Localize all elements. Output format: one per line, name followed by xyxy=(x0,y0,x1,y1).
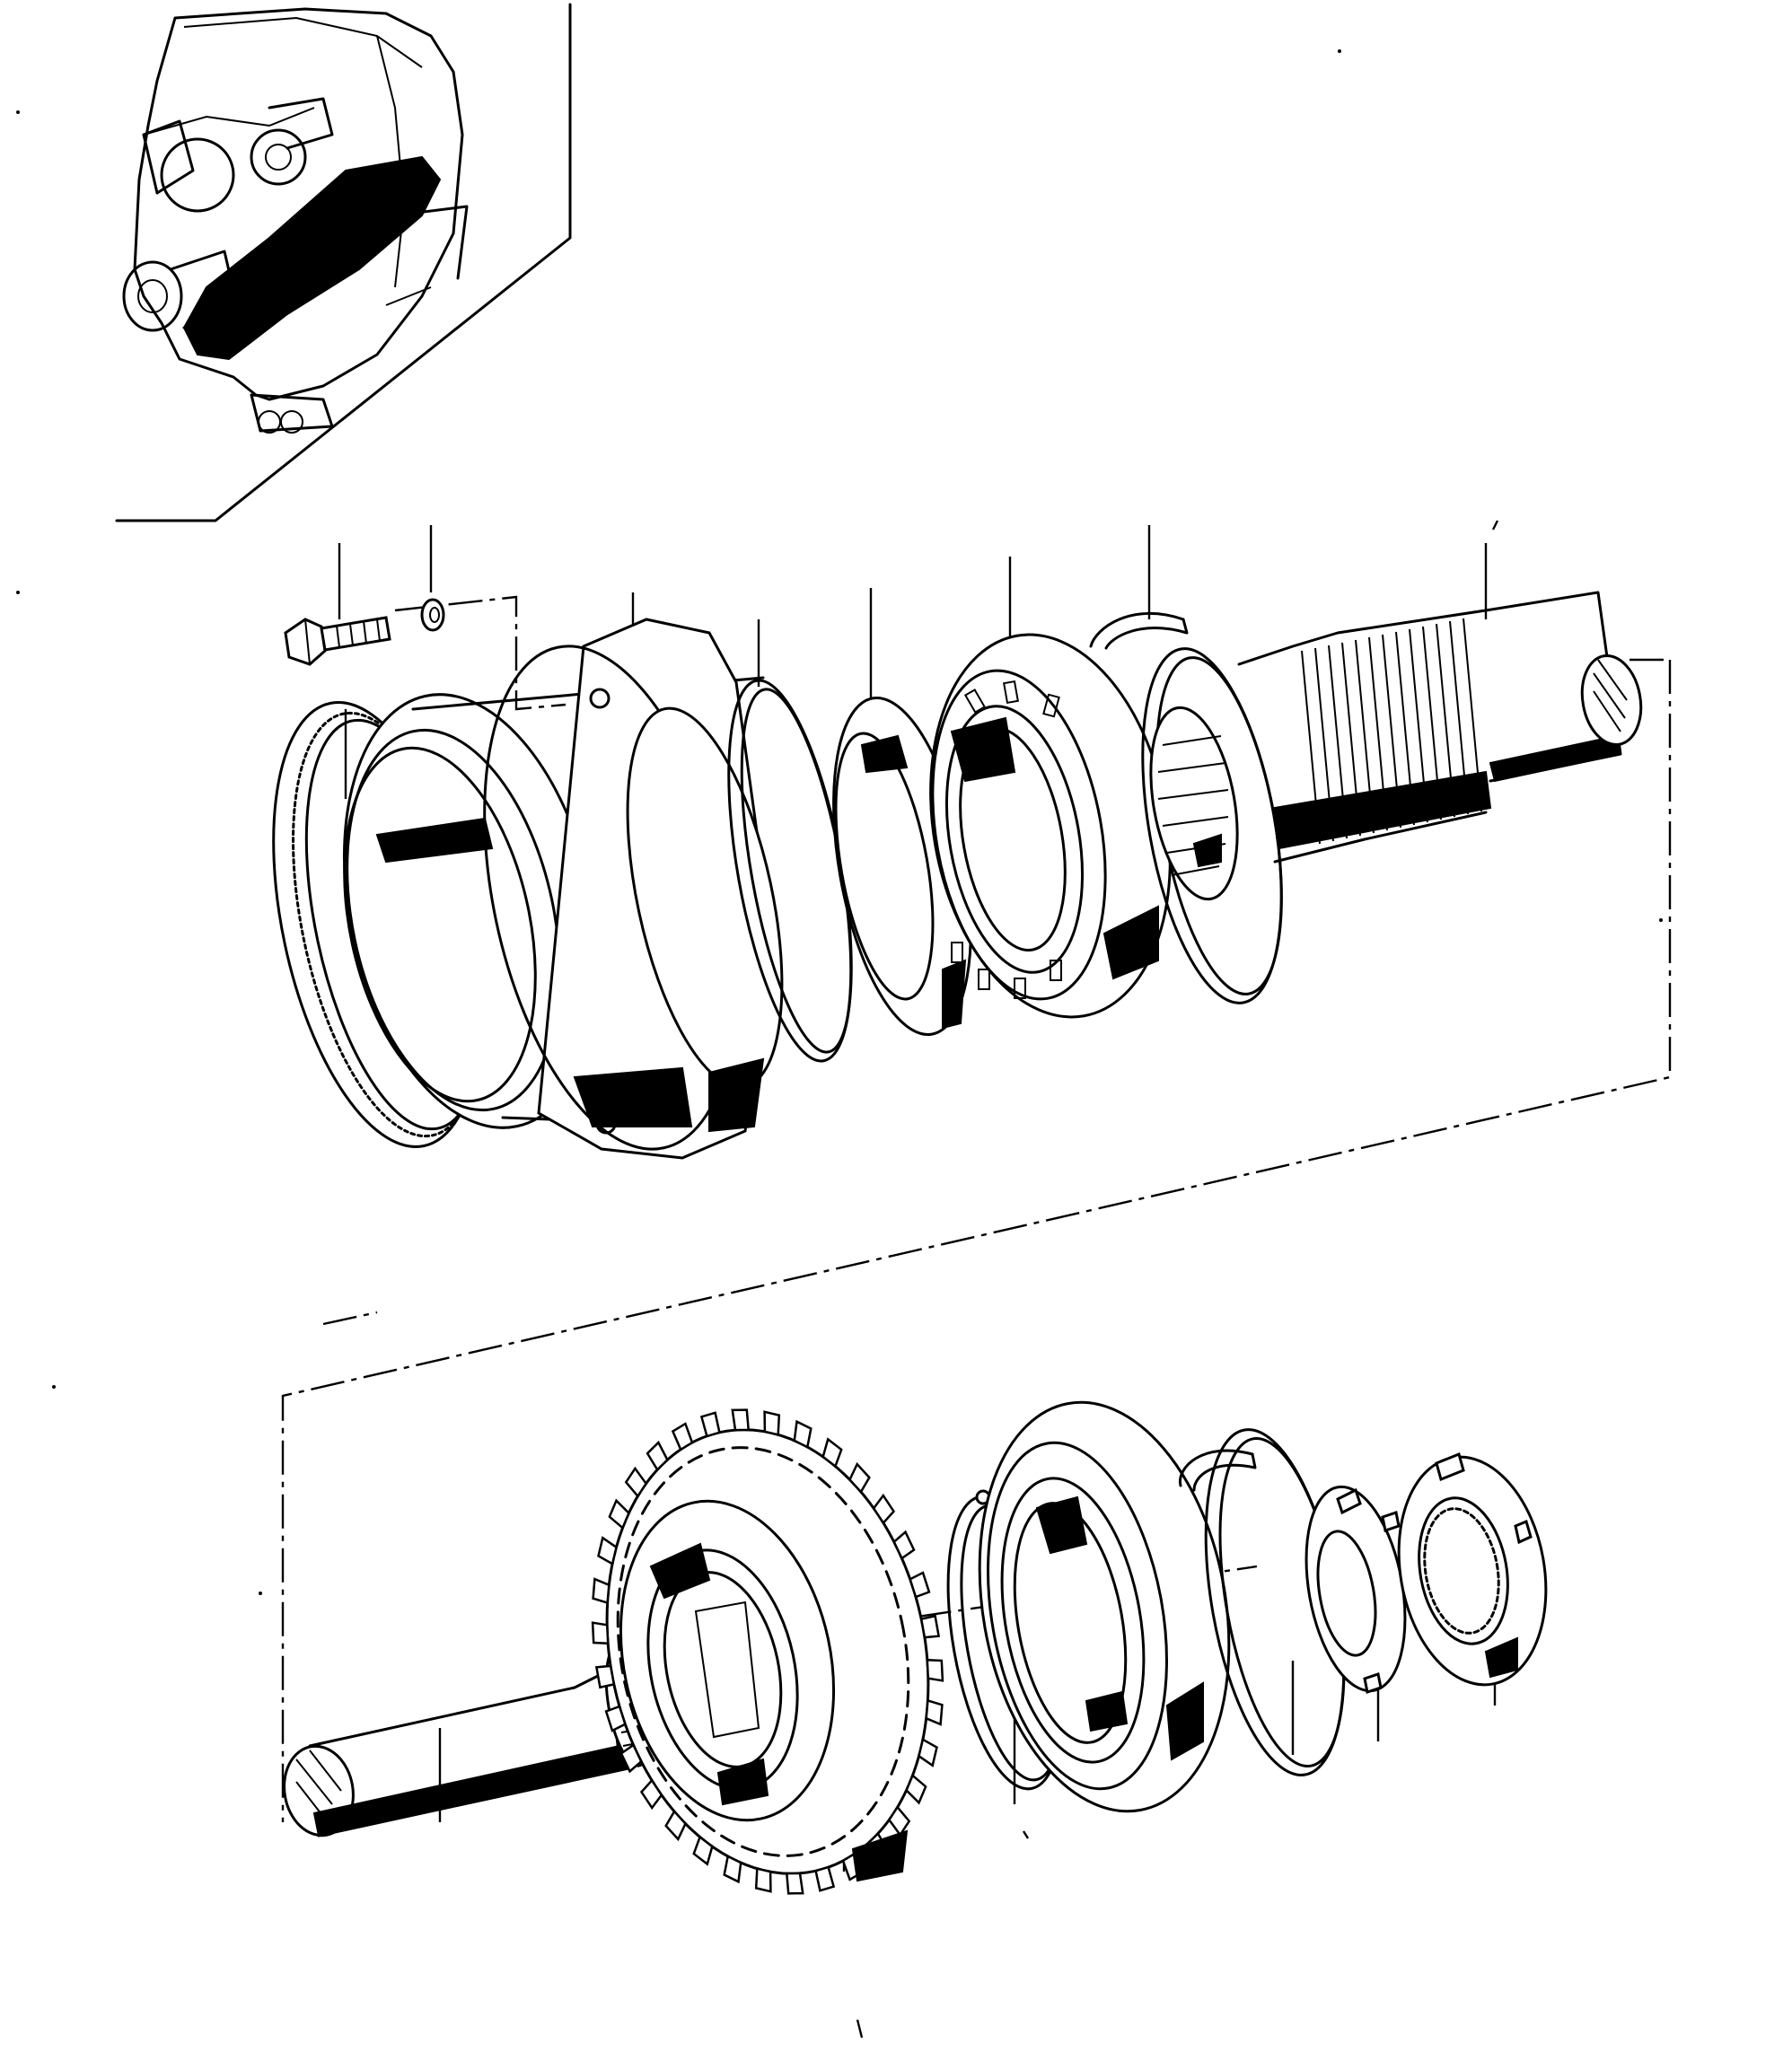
gear-tooth xyxy=(814,1865,836,1892)
gear-tooth xyxy=(793,1419,813,1449)
gear-tooth xyxy=(909,1571,931,1599)
gear-tooth xyxy=(594,1664,616,1689)
gear-tooth xyxy=(763,1410,781,1436)
hex-bolt xyxy=(284,616,391,666)
gear-tooth xyxy=(892,1530,916,1560)
gear-tooth xyxy=(664,1809,687,1842)
gear-tooth xyxy=(785,1872,804,1895)
splined-shaft xyxy=(1149,591,1643,901)
gear-tooth xyxy=(619,1743,643,1774)
gear-tooth xyxy=(692,1835,714,1866)
gear-tooth xyxy=(723,1855,742,1884)
gear-tooth xyxy=(699,1411,721,1438)
gear-tooth xyxy=(918,1737,938,1767)
gear-tooth xyxy=(591,1621,610,1645)
gear-tooth xyxy=(646,1440,669,1472)
gear-tooth xyxy=(926,1658,944,1682)
transmission-locator-view xyxy=(115,3,572,522)
tab-washer xyxy=(1304,1485,1407,1694)
shaft-continuation-line xyxy=(281,660,1672,1822)
bolt-centerline xyxy=(394,595,567,711)
ball-bearing xyxy=(978,1400,1231,1813)
gear-tooth xyxy=(925,1698,944,1726)
lock-nut xyxy=(1397,1451,1548,1687)
gear-tooth xyxy=(872,1493,896,1525)
gear-tooth xyxy=(604,1705,627,1732)
bearing-housing xyxy=(342,618,784,1160)
lock-washer xyxy=(420,598,445,632)
gear-tooth xyxy=(639,1778,663,1811)
gear-tooth xyxy=(821,1437,843,1469)
roller-bearing xyxy=(929,633,1172,1019)
gear-tooth xyxy=(592,1577,611,1605)
gear-tooth xyxy=(919,1614,941,1639)
upper-leader-lines xyxy=(338,520,1499,799)
scan-specks xyxy=(16,49,1663,1595)
gear-tooth xyxy=(671,1422,694,1451)
gear-tooth xyxy=(731,1408,751,1432)
gear-tooth xyxy=(624,1466,648,1498)
gear-tooth xyxy=(848,1461,871,1495)
gear-tooth xyxy=(905,1773,927,1805)
gear-tooth xyxy=(608,1498,630,1530)
gear-tooth xyxy=(597,1536,618,1566)
helical-gear xyxy=(591,1408,944,1895)
gear-tooth xyxy=(754,1867,772,1893)
